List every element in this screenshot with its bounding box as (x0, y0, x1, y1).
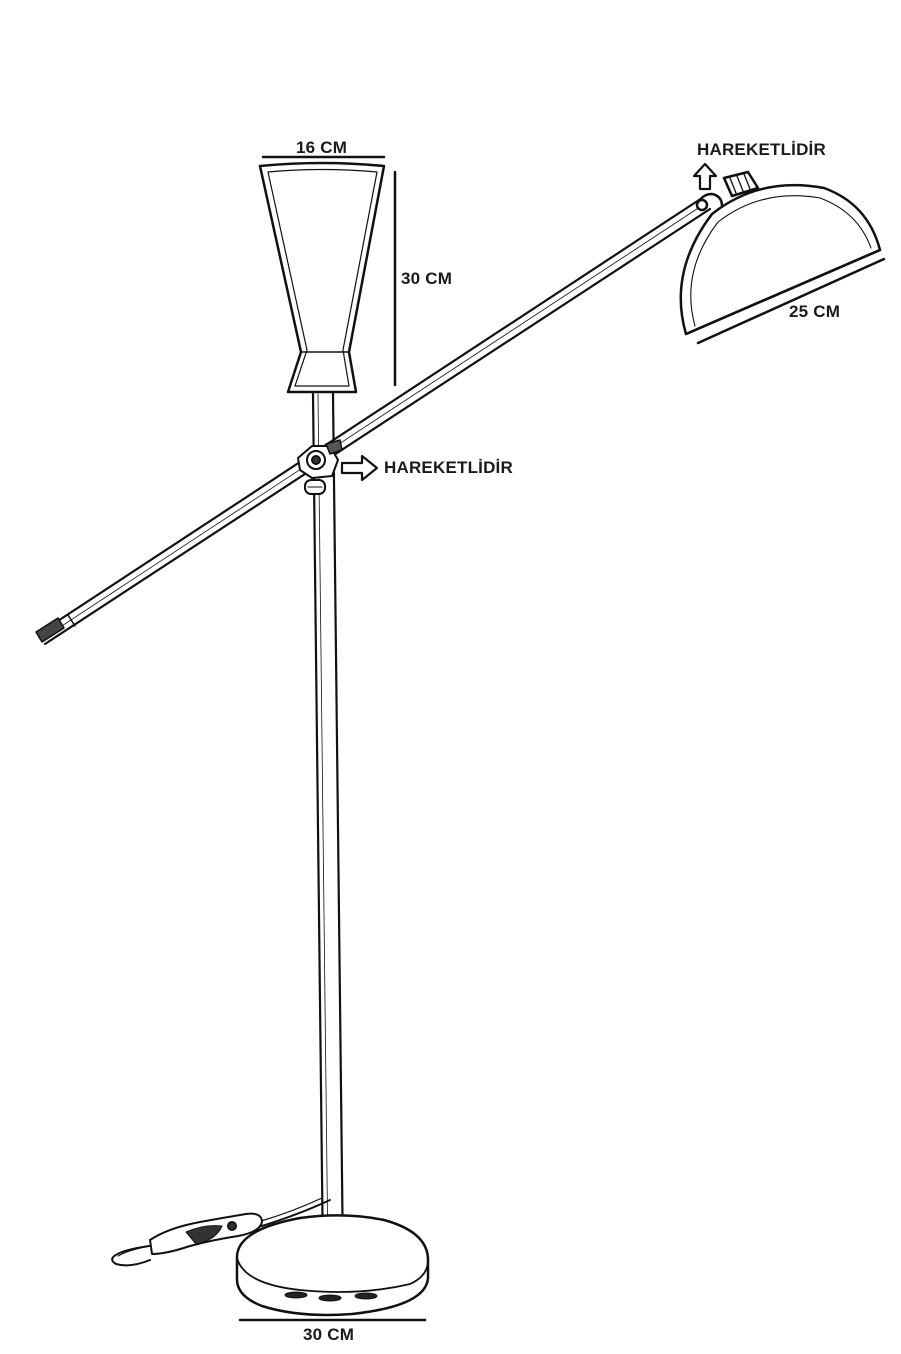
power-cable (111, 1197, 331, 1267)
pivot-joint (297, 439, 343, 495)
head-shade-width-label: 25 CM (789, 302, 841, 321)
joint-movable-label: HAREKETLİDİR (384, 458, 513, 477)
base-width-label: 30 CM (303, 1325, 355, 1344)
top-shade (258, 161, 386, 394)
lamp-base (235, 1214, 430, 1317)
head-movable-label: HAREKETLİDİR (697, 140, 826, 159)
head-shade (679, 170, 882, 336)
boom-arm (35, 196, 712, 646)
top-shade-height-label: 30 CM (401, 269, 453, 288)
up-arrow-icon (692, 162, 718, 191)
top-shade-width-label: 16 CM (296, 138, 348, 157)
head-width-dimension-line (696, 257, 886, 345)
right-arrow-icon (340, 454, 379, 482)
vertical-pole (311, 392, 345, 1264)
